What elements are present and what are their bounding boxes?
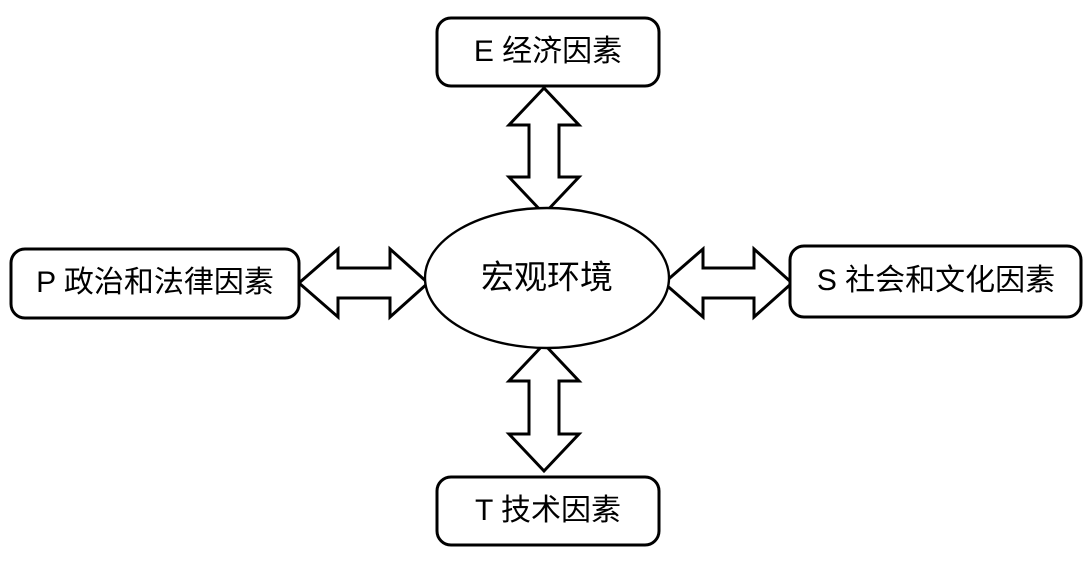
center-node-label: 宏观环境 bbox=[481, 259, 613, 296]
node-social-box bbox=[788, 244, 1083, 319]
center-ellipse bbox=[423, 206, 671, 350]
node-technological-box bbox=[435, 475, 661, 547]
node-technological[interactable]: T 技术因素 bbox=[435, 475, 661, 547]
node-political-label: P 政治和法律因素 bbox=[36, 266, 274, 299]
double-arrow-horizontal-icon bbox=[296, 245, 431, 321]
left-connector bbox=[296, 245, 431, 321]
top-connector bbox=[505, 85, 583, 217]
bottom-connector bbox=[505, 341, 583, 474]
center-node-macro-environment[interactable]: 宏观环境 bbox=[423, 206, 671, 350]
node-economic-box bbox=[435, 16, 661, 88]
node-social[interactable]: S 社会和文化因素 bbox=[788, 244, 1083, 319]
double-arrow-horizontal-icon bbox=[661, 245, 795, 321]
node-political-box bbox=[9, 247, 301, 320]
node-political[interactable]: P 政治和法律因素 bbox=[9, 247, 301, 320]
node-technological-label: T 技术因素 bbox=[475, 494, 621, 527]
node-economic[interactable]: E 经济因素 bbox=[435, 16, 661, 88]
node-economic-label: E 经济因素 bbox=[474, 35, 622, 68]
double-arrow-vertical-icon bbox=[505, 341, 583, 474]
node-social-label: S 社会和文化因素 bbox=[817, 264, 1055, 297]
right-connector bbox=[661, 245, 795, 321]
double-arrow-vertical-icon bbox=[505, 85, 583, 217]
